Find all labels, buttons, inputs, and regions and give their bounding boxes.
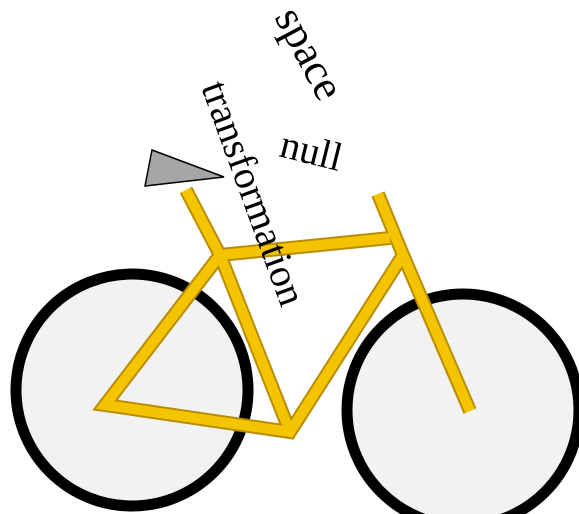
rear-wheel <box>16 274 248 506</box>
label-null: null <box>276 121 347 180</box>
label-space: space <box>265 0 354 108</box>
seat <box>145 150 224 186</box>
